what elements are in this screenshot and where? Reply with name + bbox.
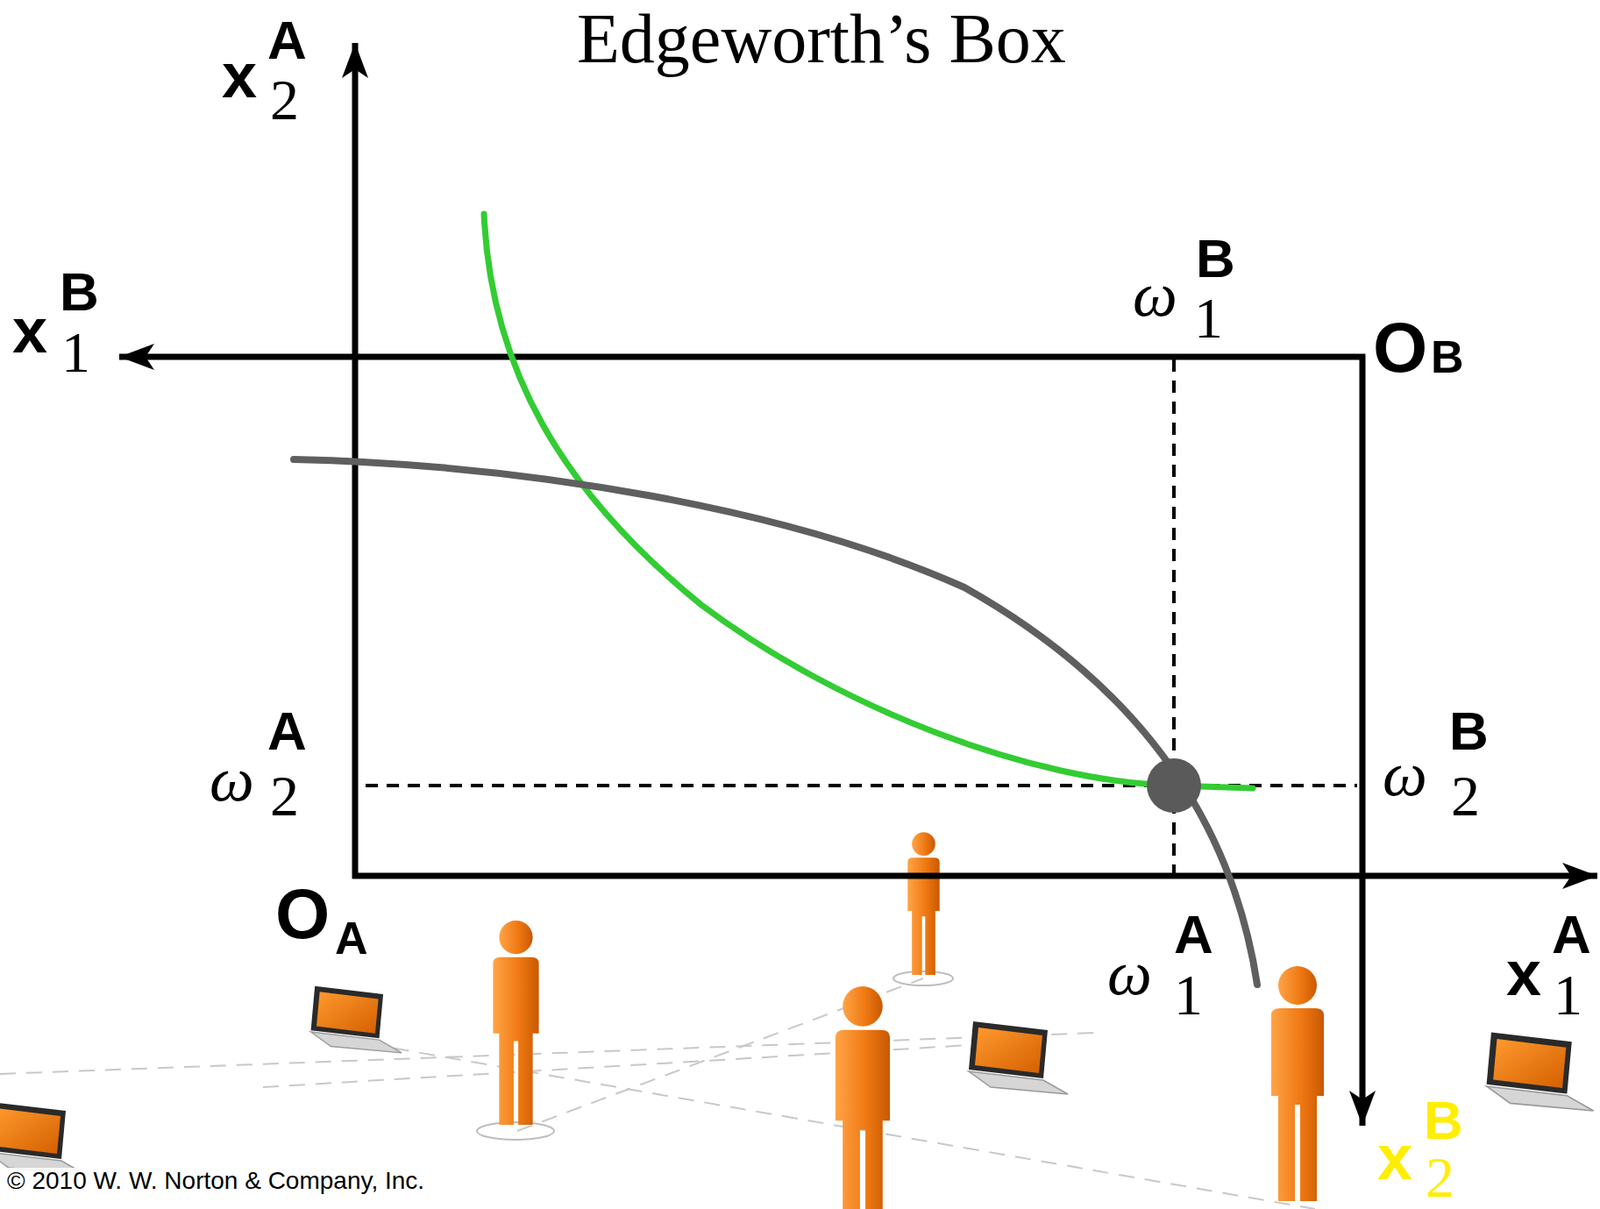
origin-label: O (275, 879, 330, 950)
agent-superscript: B (1423, 1093, 1464, 1148)
agent-superscript: B (1195, 231, 1236, 286)
good-subscript: 2 (1450, 767, 1480, 825)
good-subscript: 2 (270, 71, 299, 129)
axes (119, 42, 1598, 1126)
person-icon (907, 832, 939, 975)
network-line (315, 1034, 1316, 1209)
endowment-point (1146, 758, 1202, 813)
axis-variable: x (1377, 1125, 1413, 1189)
person-icon (492, 920, 539, 1125)
laptop-icon (968, 1021, 1068, 1095)
origin-subscript: A (334, 915, 369, 961)
person-icon (835, 986, 890, 1209)
laptop-icon (311, 986, 403, 1053)
good-subscript: 1 (1173, 966, 1203, 1024)
good-subscript: 2 (1425, 1148, 1455, 1207)
axis-line (1359, 354, 1366, 1126)
agent-superscript: A (267, 13, 307, 68)
agent-superscript: A (1551, 907, 1592, 962)
indifference-curve (483, 213, 1253, 789)
endowment-symbol: ω (1107, 941, 1152, 1005)
person-icon (1271, 966, 1324, 1202)
copyright-note: © 2010 W. W. Norton & Company, Inc. (3, 1167, 428, 1195)
origin-label: O (1372, 312, 1428, 384)
agent-superscript: B (1449, 704, 1489, 759)
figure-part (0, 978, 1316, 1209)
floor-shadow (476, 1122, 555, 1140)
indifference-curve (293, 459, 1258, 985)
endowment-symbol: ω (209, 747, 255, 811)
agent-superscript: B (59, 264, 100, 320)
network-line (0, 1032, 1096, 1074)
axis-line (352, 873, 1598, 880)
axis-variable: x (1506, 941, 1542, 1005)
endowment-symbol: ω (1382, 742, 1428, 806)
axis-variable: x (221, 43, 257, 107)
network-illustration (0, 832, 1594, 1209)
good-subscript: 1 (61, 323, 91, 382)
axis-variable: x (12, 298, 48, 363)
agent-superscript: A (267, 704, 307, 759)
agent-superscript: A (1173, 907, 1214, 962)
diagram-title: Edgeworth’s Box (576, 3, 1067, 74)
floor-shadow (893, 971, 953, 986)
axis-line (119, 354, 1366, 361)
endowment-guides (365, 359, 1358, 874)
laptop-icon (0, 1102, 86, 1175)
origin-subscript: B (1430, 334, 1465, 380)
good-subscript: 1 (1194, 289, 1224, 348)
good-subscript: 1 (1553, 966, 1583, 1024)
laptop-icon (1486, 1031, 1594, 1111)
good-subscript: 2 (270, 767, 299, 825)
endowment-symbol: ω (1132, 263, 1178, 327)
